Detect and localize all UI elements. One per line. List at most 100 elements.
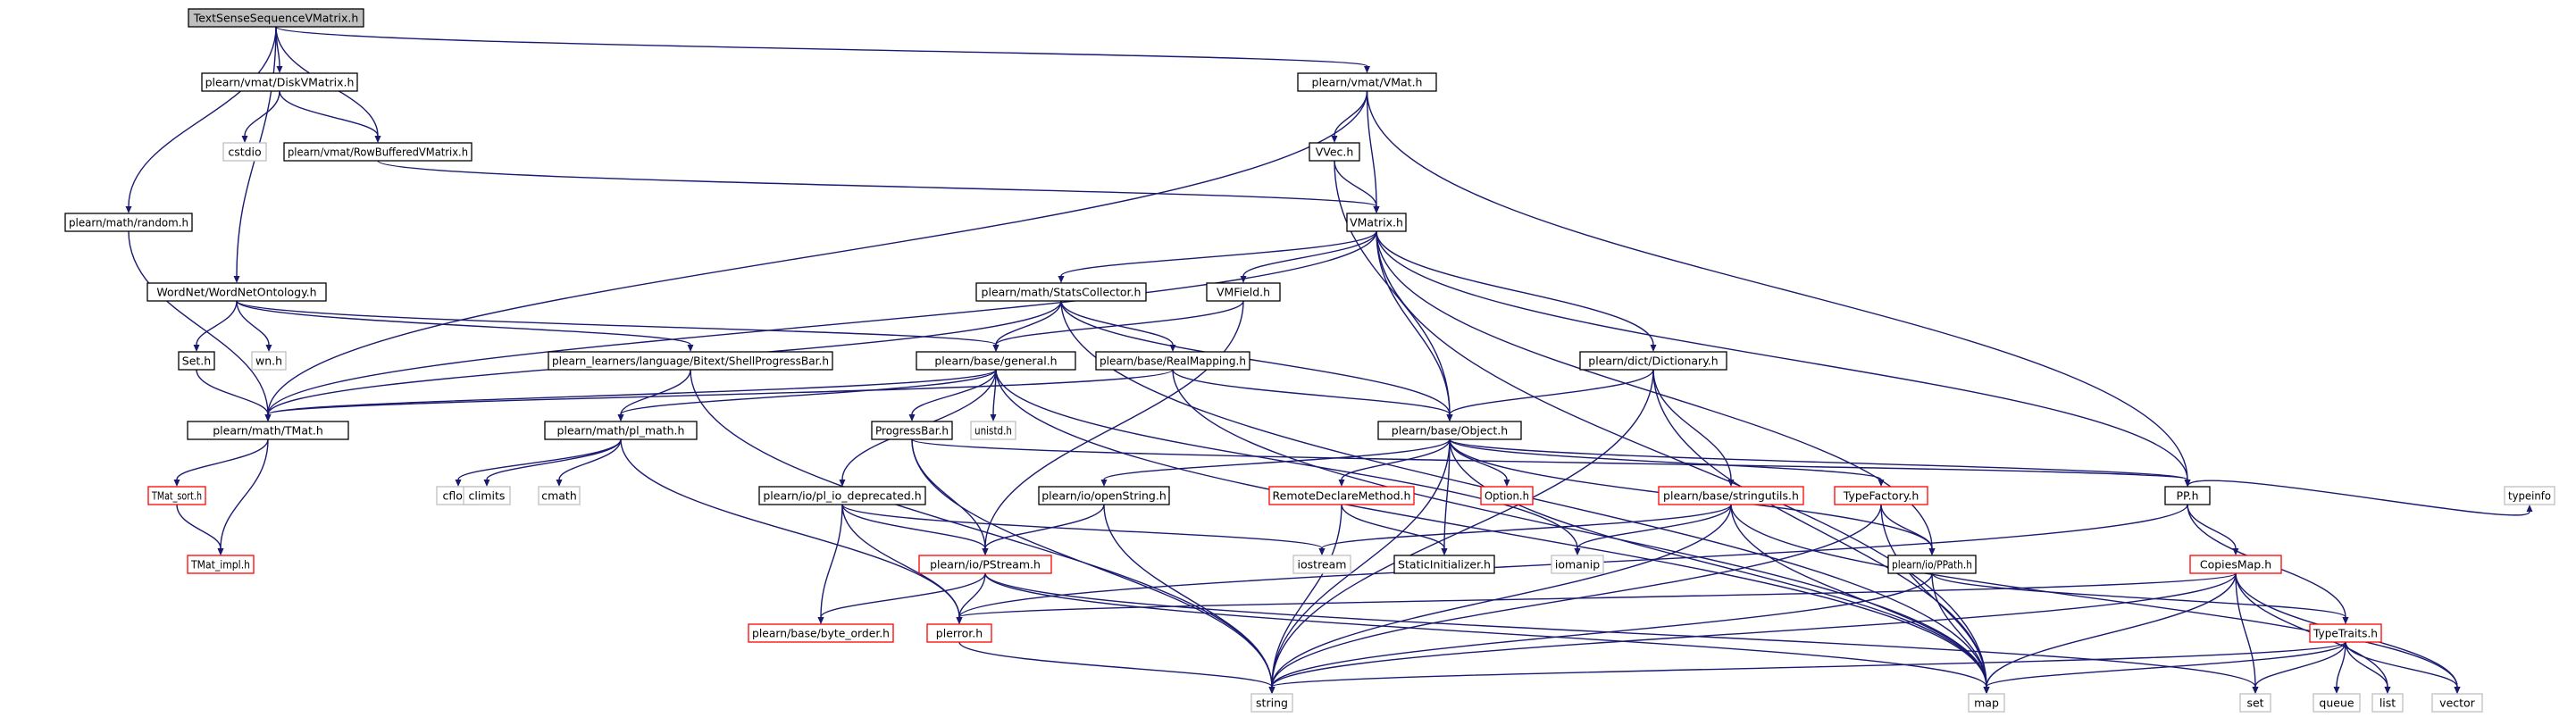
- include-edge-plmath-to-cmath: [558, 438, 622, 480]
- include-edge-dictionary-to-stringutils: [1652, 369, 1732, 480]
- include-edge-arrowhead: [1574, 548, 1581, 555]
- include-edge-general-to-tmat: [267, 369, 997, 415]
- include-edge-object-to-typefactory: [1449, 438, 1882, 480]
- node-box: [1968, 693, 2005, 713]
- node-diskvm[interactable]: plearn/vmat/DiskVMatrix.h: [201, 72, 358, 92]
- node-label: vector: [2439, 697, 2476, 710]
- node-label: wn.h: [255, 355, 282, 368]
- include-edge-pliodep-to-plerror: [841, 504, 960, 618]
- node-typefactory[interactable]: TypeFactory.h: [1834, 486, 1928, 505]
- node-label: TypeFactory.h: [1843, 489, 1919, 503]
- node-label: climits: [469, 489, 506, 503]
- node-realmap[interactable]: plearn/base/RealMapping.h: [1095, 351, 1250, 371]
- node-setsys: set: [2239, 693, 2271, 713]
- node-plerror[interactable]: plerror.h: [926, 623, 992, 643]
- node-typetraits[interactable]: TypeTraits.h: [2309, 623, 2382, 643]
- node-vmfield[interactable]: VMField.h: [1206, 282, 1281, 302]
- node-byteorder[interactable]: plearn/base/byte_order.h: [748, 623, 894, 643]
- include-edge-typetraits-to-listsys: [2345, 641, 2388, 688]
- node-tmatimpl[interactable]: TMat_impl.h: [187, 555, 255, 574]
- node-box: [1551, 555, 1604, 574]
- node-seth[interactable]: Set.h: [178, 351, 215, 371]
- node-wordnet[interactable]: WordNet/WordNetOntology.h: [146, 282, 327, 302]
- node-optionh[interactable]: Option.h: [1480, 486, 1534, 505]
- node-box: [147, 486, 206, 505]
- node-label: map: [1974, 697, 1999, 710]
- node-object[interactable]: plearn/base/Object.h: [1377, 421, 1522, 440]
- node-remotedecl[interactable]: RemoteDeclareMethod.h: [1268, 486, 1415, 505]
- include-edge-arrowhead: [1331, 136, 1338, 143]
- include-edge-arrowhead: [956, 617, 963, 624]
- node-label: queue: [2319, 697, 2354, 710]
- node-tmatsort[interactable]: TMat_sort.h: [147, 486, 206, 505]
- node-label: plerror.h: [936, 627, 983, 640]
- node-root[interactable]: TextSenseSequenceVMatrix.h: [188, 8, 364, 28]
- node-shellprog[interactable]: plearn_learners/language/Bitext/ShellPro…: [548, 351, 833, 371]
- node-label: plearn/base/RealMapping.h: [1100, 355, 1246, 368]
- node-label: plearn/io/PStream.h: [930, 558, 1041, 572]
- node-label: plearn/base/stringutils.h: [1663, 489, 1799, 503]
- include-edge-wordnet-to-seth: [196, 300, 238, 346]
- node-vmatrix[interactable]: VMatrix.h: [1346, 213, 1407, 232]
- node-stringsys: string: [1250, 693, 1293, 713]
- include-edge-diskvm-to-cstdio: [244, 90, 280, 137]
- node-label: plearn/io/pl_io_deprecated.h: [763, 489, 921, 503]
- node-box: [758, 486, 926, 505]
- node-box: [222, 142, 267, 162]
- dependency-edges: [125, 26, 2533, 694]
- node-box: [1377, 421, 1522, 440]
- include-edge-arrowhead: [1268, 687, 1275, 694]
- node-staticinit[interactable]: StaticInitializer.h: [1393, 555, 1495, 574]
- node-rbvm[interactable]: plearn/vmat/RowBufferedVMatrix.h: [283, 142, 473, 162]
- include-edge-object-to-stringsys: [1271, 438, 1451, 688]
- node-box: [64, 213, 193, 232]
- node-openstring[interactable]: plearn/io/openString.h: [1038, 486, 1170, 505]
- include-edge-random-to-tmat: [128, 230, 269, 415]
- include-edge-tmatsort-to-tmatimpl: [176, 504, 222, 549]
- node-stringutils[interactable]: plearn/base/stringutils.h: [1658, 486, 1804, 505]
- include-edge-vmatrix-to-vmfield: [1242, 230, 1377, 277]
- node-label: Option.h: [1485, 489, 1529, 503]
- node-dictionary[interactable]: plearn/dict/Dictionary.h: [1579, 351, 1727, 371]
- include-edge-general-to-iomanip: [995, 369, 1578, 549]
- node-label: VMField.h: [1217, 286, 1270, 299]
- node-progressbar[interactable]: ProgressBar.h: [871, 421, 953, 440]
- include-edge-stringutils-to-iostream: [1321, 504, 1732, 549]
- node-random[interactable]: plearn/math/random.h: [64, 213, 193, 232]
- include-edge-vmatrix-to-tmat: [267, 230, 1377, 415]
- node-box: [1250, 693, 1293, 713]
- node-box: [251, 351, 287, 371]
- node-box: [2313, 693, 2361, 713]
- include-edge-plerror-to-stringsys: [958, 641, 1273, 688]
- include-edge-dictionary-to-object: [1449, 369, 1654, 415]
- include-edge-vmat-to-vvec: [1334, 90, 1368, 137]
- include-edge-object-to-mapsys: [1449, 438, 1987, 688]
- node-ppath[interactable]: plearn/io/PPath.h: [1887, 555, 1977, 574]
- node-label: TextSenseSequenceVMatrix.h: [193, 12, 359, 25]
- include-edge-arrowhead: [1650, 345, 1657, 352]
- node-climits: climits: [463, 486, 511, 505]
- node-box: [918, 555, 1052, 574]
- node-pstream[interactable]: plearn/io/PStream.h: [918, 555, 1052, 574]
- node-label: plearn/io/openString.h: [1041, 489, 1167, 503]
- node-copiesmap[interactable]: CopiesMap.h: [2189, 555, 2282, 574]
- node-pph[interactable]: PP.h: [2164, 486, 2211, 505]
- node-label: iomanip: [1555, 558, 1600, 572]
- node-label: plearn/math/random.h: [69, 216, 188, 229]
- node-vmat[interactable]: plearn/vmat/VMat.h: [1297, 72, 1437, 92]
- node-label: plearn/vmat/DiskVMatrix.h: [205, 76, 355, 89]
- node-pliodep[interactable]: plearn/io/pl_io_deprecated.h: [758, 486, 926, 505]
- node-statscoll[interactable]: plearn/math/StatsCollector.h: [975, 282, 1147, 302]
- node-general[interactable]: plearn/base/general.h: [916, 351, 1076, 371]
- include-edge-arrowhead: [455, 480, 462, 487]
- include-edge-tmat-to-tmatimpl: [220, 438, 269, 549]
- include-edge-arrowhead: [2252, 687, 2259, 694]
- include-edge-vmatrix-to-mapsys: [1376, 230, 1987, 688]
- node-vvec[interactable]: VVec.h: [1309, 142, 1360, 162]
- node-plmath[interactable]: plearn/math/pl_math.h: [544, 421, 698, 440]
- node-label: string: [1256, 697, 1288, 710]
- node-label: iostream: [1298, 558, 1347, 572]
- node-label: plearn/dict/Dictionary.h: [1588, 355, 1718, 368]
- include-edge-realmap-to-mapsys: [1172, 369, 1987, 688]
- node-tmat[interactable]: plearn/math/TMat.h: [187, 421, 349, 440]
